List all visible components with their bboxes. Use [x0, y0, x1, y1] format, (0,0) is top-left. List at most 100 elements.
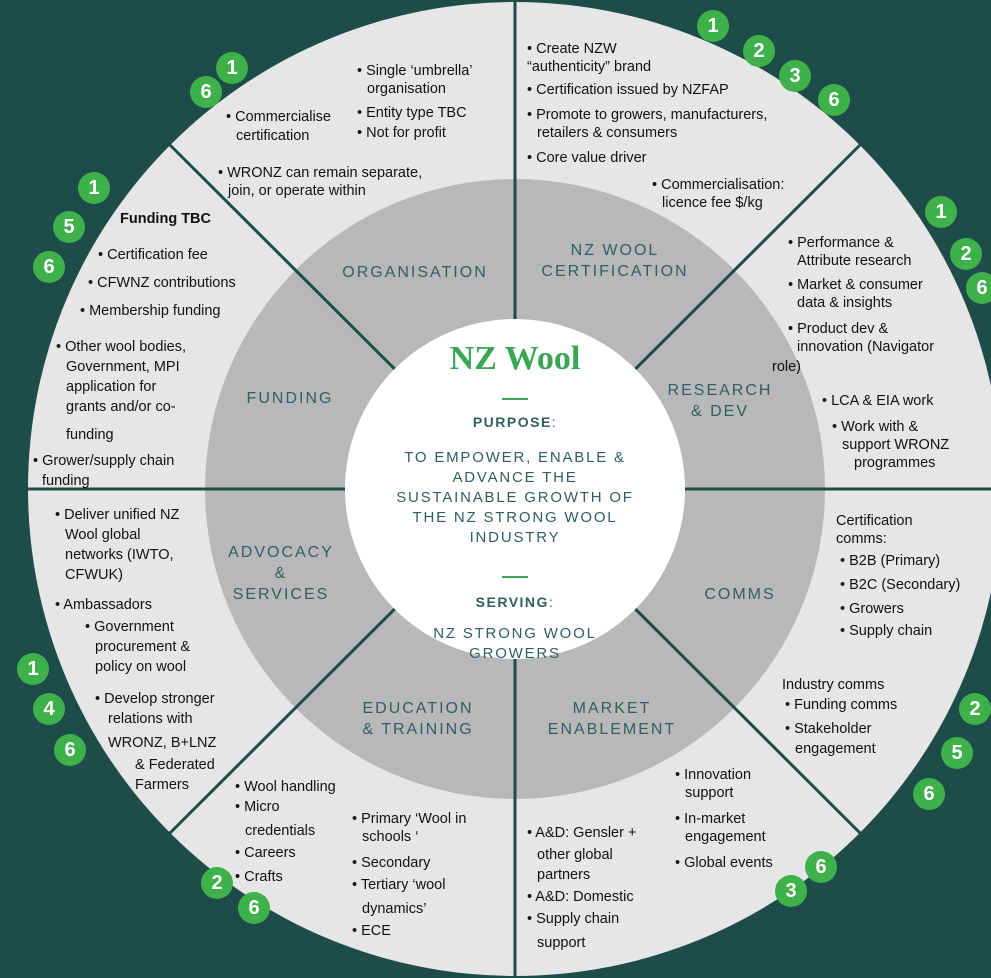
segment-label-research: RESEARCH & DEV [668, 380, 773, 422]
note-text: • Supply chain [840, 623, 933, 639]
segment-label-line: & DEV [690, 403, 749, 420]
segment-label-funding: FUNDING [246, 390, 334, 407]
note-text: funding [42, 473, 90, 489]
number-badge: 1 [216, 52, 248, 84]
purpose-label: PURPOSE [472, 414, 552, 430]
serving-line: NZ STRONG WOOL [433, 625, 597, 642]
number-badge: 2 [950, 238, 982, 270]
number-badge: 1 [17, 653, 49, 685]
segment-label-certification: NZ WOOL CERTIFICATION [541, 240, 688, 282]
note-text: • Funding comms [785, 697, 898, 713]
note-text: • Work with & [832, 419, 919, 435]
note-text: dynamics’ [362, 901, 427, 917]
note-text: • Other wool bodies, [56, 339, 187, 355]
note-text: • Stakeholder [785, 721, 872, 737]
purpose-heading: PURPOSE: [472, 414, 558, 430]
segment-label-education: EDUCATION & TRAINING [362, 698, 473, 740]
note-text: innovation (Navigator [797, 339, 935, 355]
number-badge: 3 [779, 60, 811, 92]
note-text: • Crafts [235, 869, 283, 885]
note-text: other global [537, 847, 613, 863]
note-text: networks (IWTO, [65, 547, 174, 563]
note-text: procurement & [95, 639, 191, 655]
center-divider-2 [502, 576, 528, 578]
purpose-line: ADVANCE THE [452, 469, 578, 486]
note-text: • Secondary [352, 855, 431, 871]
note-text: • Primary ‘Wool in [352, 811, 467, 827]
serving-label: SERVING [475, 594, 549, 610]
note-text: “authenticity” brand [527, 59, 652, 75]
note-text: • Commercialise [226, 109, 331, 125]
center-title: NZ Wool [449, 340, 581, 377]
note-text: role) [772, 359, 802, 375]
purpose-line: THE NZ STRONG WOOL [412, 509, 618, 526]
note-text: • Growers [840, 601, 904, 617]
note-text: schools ‘ [362, 829, 419, 845]
note-text: comms: [836, 531, 887, 547]
note-text: • B2B (Primary) [840, 553, 941, 569]
serving-heading: SERVING: [475, 594, 555, 610]
note-text: • Certification issued by NZFAP [527, 82, 729, 98]
segment-label-advocacy: ADVOCACY & SERVICES [228, 542, 334, 605]
note-text: • LCA & EIA work [822, 393, 934, 409]
note-text: • Product dev & [788, 321, 889, 337]
segment-label-comms: COMMS [704, 586, 776, 603]
purpose-line: INDUSTRY [469, 529, 561, 546]
number-badge: 4 [33, 693, 65, 725]
note-text: • Global events [675, 855, 773, 871]
note-text: • Commercialisation: [652, 177, 785, 193]
segment-label-line: & TRAINING [362, 721, 474, 738]
note-text: & Federated [135, 757, 215, 773]
purpose-line: SUSTAINABLE GROWTH OF [396, 489, 634, 506]
note-text: • Micro [235, 799, 280, 815]
note-text: CFWUK) [65, 567, 123, 583]
number-badge: 3 [775, 875, 807, 907]
note-text: policy on wool [95, 659, 187, 675]
number-badge: 6 [190, 76, 222, 108]
note-text: • Not for profit [357, 125, 446, 141]
segment-label-line: CERTIFICATION [541, 263, 689, 280]
note-text: organisation [367, 81, 446, 97]
note-text: • Careers [235, 845, 296, 861]
note-text: • Market & consumer [788, 277, 923, 293]
note-text: application for [66, 379, 157, 395]
note-text: • Grower/supply chain [33, 453, 175, 469]
note-text: • A&D: Gensler + [527, 825, 637, 841]
note-text: retailers & consumers [537, 125, 678, 141]
note-text: • ECE [352, 923, 391, 939]
note-text: support [537, 935, 586, 951]
note-text: • Innovation [675, 767, 752, 783]
number-badge: 5 [941, 737, 973, 769]
note-text: • Core value driver [527, 150, 647, 166]
segment-label-line: ADVOCACY [228, 544, 334, 561]
note-text: licence fee $/kg [662, 195, 763, 211]
segment-label-line: SERVICES [232, 586, 330, 603]
segment-label-line: NZ WOOL [570, 242, 660, 259]
number-badge: 6 [54, 734, 86, 766]
segment-label-line: ENABLEMENT [547, 721, 677, 738]
note-text: data & insights [797, 295, 893, 311]
number-badge: 2 [743, 35, 775, 67]
note-text: • Wool handling [235, 779, 336, 795]
note-text: Industry comms [782, 677, 885, 693]
note-text: • Ambassadors [55, 597, 152, 613]
note-text: engagement [795, 741, 876, 757]
note-text: WRONZ, B+LNZ [108, 735, 217, 751]
number-badge: 2 [959, 693, 991, 725]
note-text: partners [537, 867, 591, 883]
note-text: • Develop stronger [95, 691, 215, 707]
note-text: • Certification fee [98, 247, 208, 263]
note-text: • A&D: Domestic [527, 889, 634, 905]
note-text: certification [236, 128, 310, 144]
center-divider-1 [502, 398, 528, 400]
number-badge: 1 [925, 196, 957, 228]
note-text: • CFWNZ contributions [88, 275, 236, 291]
segment-label-line: EDUCATION [362, 700, 474, 717]
note-text: Farmers [135, 777, 189, 793]
note-text: • Create NZW [527, 41, 617, 57]
note-text: • Tertiary ‘wool [352, 877, 446, 893]
note-text: credentials [245, 823, 316, 839]
note-text: funding [66, 427, 114, 443]
number-badge: 6 [238, 892, 270, 924]
